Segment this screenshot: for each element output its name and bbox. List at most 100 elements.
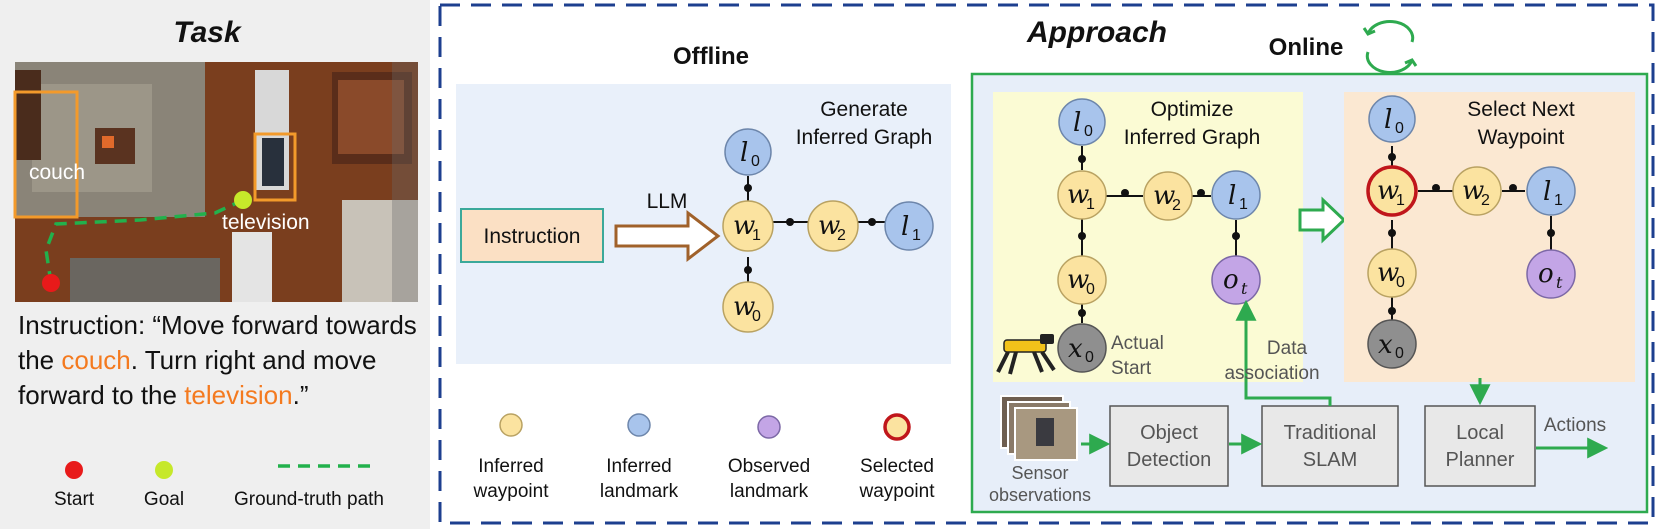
couch-box [13, 90, 79, 219]
instruction-television-word: television [184, 380, 293, 410]
svg-text:o: o [1223, 265, 1239, 295]
floor-plan-map: couch television [13, 62, 418, 302]
offline-node-w0: w 0 [722, 281, 774, 333]
slam-line1: Traditional [1284, 422, 1377, 444]
svg-text:w: w [818, 211, 840, 241]
legend-inferred-waypoint-icon [499, 413, 523, 437]
svg-text:l: l [901, 212, 909, 242]
legend-observed-landmark-icon [757, 415, 781, 439]
legend-start-label: Start [54, 489, 95, 510]
legend-goal-icon [155, 461, 173, 479]
legend-start-icon [65, 461, 83, 479]
actual-start-line2: Start [1111, 358, 1152, 379]
svg-text:o: o [1538, 259, 1554, 289]
object-detection-line1: Object [1140, 422, 1198, 444]
instruction-box-label: Instruction [484, 225, 581, 248]
svg-text:1: 1 [1086, 196, 1095, 213]
svg-text:0: 0 [1086, 281, 1095, 298]
select-node-x0: x 0 [1367, 319, 1417, 369]
svg-text:l: l [1384, 105, 1392, 135]
optimize-graph-factors [1078, 155, 1240, 317]
select-node-l1: l 1 [1526, 166, 1576, 216]
legend-selected-waypoint-line1: Selected [860, 456, 934, 477]
optimize-node-ot: o t [1211, 255, 1261, 305]
svg-text:0: 0 [1395, 120, 1404, 137]
node-legend: Inferred waypoint Inferred landmark Obse… [473, 413, 936, 502]
select-node-w2: w 2 [1452, 166, 1502, 216]
data-association-line2: association [1224, 363, 1319, 384]
optimize-title-line2: Inferred Graph [1124, 126, 1261, 149]
sensor-images-icon [1000, 395, 1078, 461]
instruction-suffix: .” [292, 380, 309, 410]
legend-goal-label: Goal [144, 489, 184, 510]
svg-text:w: w [1377, 258, 1399, 288]
slam-line2: SLAM [1303, 449, 1357, 471]
optimize-node-w0: w 0 [1057, 255, 1107, 305]
svg-text:0: 0 [1084, 123, 1093, 140]
offline-node-l1: l 1 [884, 201, 934, 251]
slam-box [1261, 405, 1399, 487]
legend-inferred-waypoint-line1: Inferred [478, 456, 543, 477]
legend-inferred-waypoint-line2: waypoint [473, 481, 550, 502]
data-association-arrow [1235, 299, 1332, 406]
svg-text:2: 2 [1481, 192, 1490, 209]
svg-text:0: 0 [1395, 345, 1404, 362]
svg-text:w: w [733, 211, 755, 241]
llm-label: LLM [647, 190, 688, 213]
select-node-w0: w 0 [1367, 248, 1417, 298]
svg-text:w: w [1067, 265, 1089, 295]
legend-selected-waypoint-line2: waypoint [859, 481, 936, 502]
svg-text:1: 1 [752, 227, 761, 244]
optimize-title-line1: Optimize [1151, 98, 1234, 121]
select-title-line2: Waypoint [1478, 126, 1565, 149]
svg-text:w: w [1377, 176, 1399, 206]
offline-node-w2: w 2 [807, 200, 859, 252]
sensor-label-line2: observations [989, 485, 1091, 505]
svg-text:1: 1 [1554, 192, 1563, 209]
svg-text:1: 1 [912, 227, 921, 244]
legend-inferred-landmark-line1: Inferred [606, 456, 671, 477]
offline-box-title-line2: Inferred Graph [796, 126, 933, 149]
approach-title: Approach [1026, 16, 1167, 49]
svg-text:x: x [1068, 334, 1083, 364]
optimize-node-l0: l 0 [1058, 98, 1106, 146]
select-node-l0: l 0 [1368, 95, 1416, 143]
local-planner-line2: Planner [1446, 449, 1515, 471]
instruction-prefix: Instruction: “Move forward towards the [18, 310, 417, 375]
pipeline-arrows [1081, 299, 1609, 459]
legend-inferred-landmark-icon [627, 413, 651, 437]
instruction-couch-word: couch [61, 345, 131, 375]
select-title-line1: Select Next [1467, 98, 1575, 121]
robot-dog-icon [996, 334, 1056, 375]
svg-text:l: l [1543, 177, 1551, 207]
instruction-box [460, 208, 604, 263]
television-label: television [222, 211, 310, 234]
refresh-cycle-icon [1362, 20, 1418, 74]
svg-text:2: 2 [837, 227, 846, 244]
svg-text:w: w [733, 292, 755, 322]
optimize-node-l1: l 1 [1211, 170, 1261, 220]
svg-text:2: 2 [1172, 197, 1181, 214]
svg-text:w: w [1462, 176, 1484, 206]
svg-text:t: t [1556, 273, 1563, 292]
svg-text:1: 1 [1239, 196, 1248, 213]
svg-text:0: 0 [751, 153, 760, 170]
svg-text:l: l [740, 138, 748, 168]
optimize-node-x0: x 0 [1057, 323, 1107, 373]
optimize-node-w2: w 2 [1143, 171, 1193, 221]
task-title: Task [173, 16, 242, 49]
object-detection-line2: Detection [1127, 449, 1212, 471]
offline-node-w1: w 1 [722, 200, 774, 252]
legend-path-label: Ground-truth path [234, 489, 384, 510]
offline-node-l0: l 0 [724, 128, 772, 176]
ground-truth-path [44, 198, 244, 284]
optimize-node-w1: w 1 [1057, 170, 1107, 220]
online-title: Online [1269, 34, 1344, 61]
svg-text:1: 1 [1396, 192, 1405, 209]
select-node-ot: o t [1526, 249, 1576, 299]
svg-text:0: 0 [1396, 274, 1405, 291]
local-planner-line1: Local [1456, 422, 1504, 444]
local-planner-box [1424, 405, 1536, 487]
instruction-text: Instruction: “Move forward towards the c… [18, 308, 426, 413]
